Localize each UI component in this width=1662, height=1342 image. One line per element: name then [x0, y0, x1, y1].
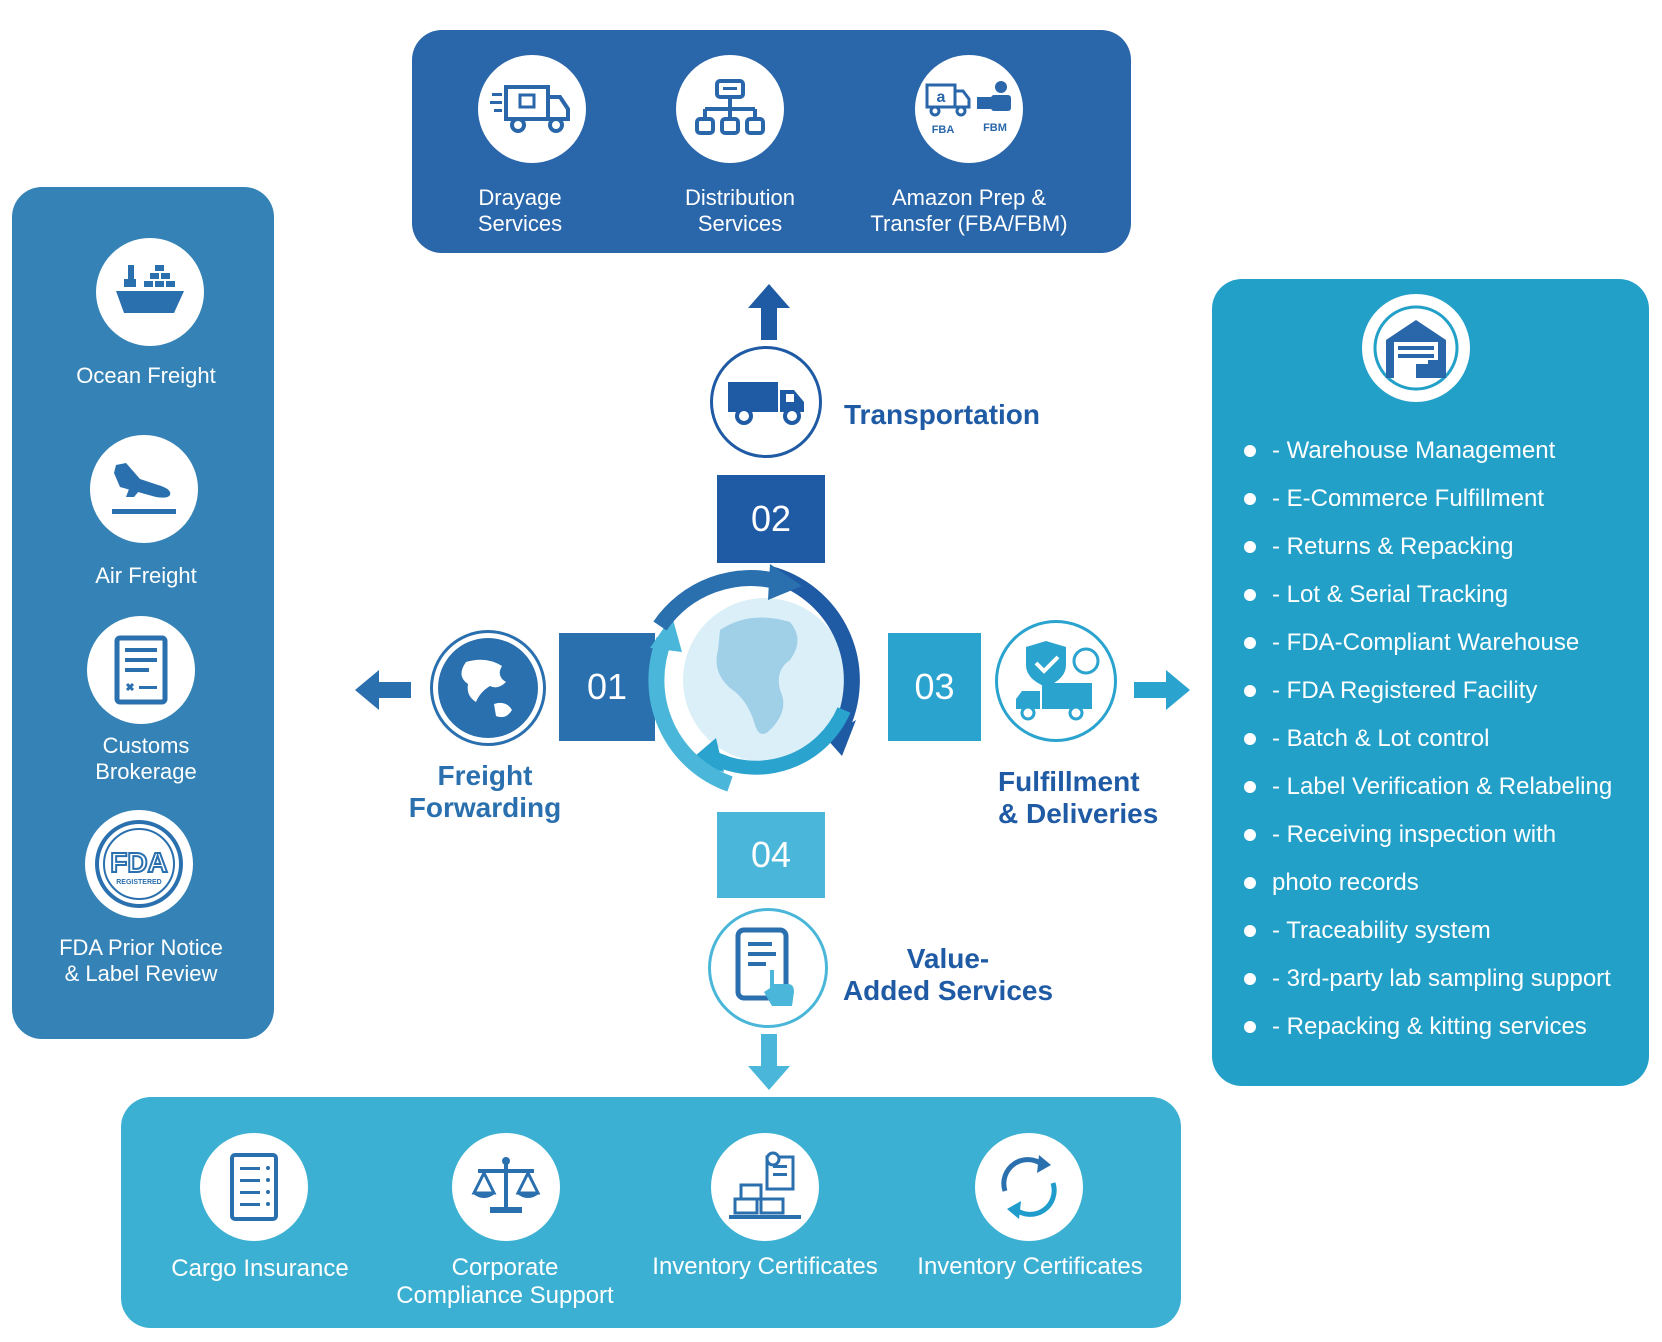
warehouse-services-panel: [1212, 279, 1649, 1086]
fbm-tag: FBM: [983, 122, 1007, 134]
list-item: - Warehouse Management: [1244, 427, 1612, 475]
fda-badge-subtext: REGISTERED: [116, 879, 162, 886]
fda-prior-notice-label: FDA Prior Notice & Label Review: [59, 935, 223, 986]
truck-icon: [710, 346, 822, 458]
stage-02-title: Transportation: [844, 399, 1041, 430]
fda-badge-text: FDA: [110, 847, 168, 878]
amazon-prep-label: Amazon Prep & Transfer (FBA/FBM): [870, 185, 1068, 236]
corporate-compliance-label: Corporate Compliance Support: [396, 1254, 614, 1309]
fba-tag: FBA: [932, 124, 955, 136]
list-item: - Lot & Serial Tracking: [1244, 571, 1612, 619]
stage-04-number: 04: [750, 834, 792, 875]
list-item: - 3rd-party lab sampling support: [1244, 955, 1612, 1003]
ocean-freight-label: Ocean Freight: [76, 363, 216, 388]
stage-03-block: 03: [888, 633, 981, 741]
globe-landmass: [716, 617, 798, 734]
stage-03-number: 03: [914, 666, 955, 707]
shield-truck-icon: [995, 620, 1117, 742]
arrow-04-to-01: [648, 637, 733, 792]
list-item: - Receiving inspection with: [1244, 811, 1612, 859]
list-item-text: - Batch & Lot control: [1272, 725, 1490, 752]
bullet-icon: [1244, 973, 1256, 985]
inventory-certificates-label: Inventory Certificates: [652, 1253, 878, 1280]
arrow-left-icon: [355, 670, 411, 710]
list-item-text: - 3rd-party lab sampling support: [1272, 965, 1611, 992]
warehouse-services-list: - Warehouse Management - E-Commerce Fulf…: [1244, 427, 1612, 1051]
bullet-icon: [1244, 781, 1256, 793]
warehouse-icon: [1362, 294, 1470, 402]
list-item-text: photo records: [1272, 869, 1419, 896]
distribution-services-label: Distribution Services: [684, 185, 796, 236]
globe-asia-icon: [430, 630, 546, 746]
list-item: - Batch & Lot control: [1244, 715, 1612, 763]
list-item-text: - E-Commerce Fulfillment: [1272, 485, 1545, 512]
customs-document-icon: [87, 616, 195, 724]
scales-icon: [452, 1133, 560, 1241]
globe-cycle-graphic: [648, 564, 860, 792]
arrow-01-to-02: [653, 570, 783, 631]
list-item: - Traceability system: [1244, 907, 1612, 955]
cargo-ship-icon: [96, 238, 204, 346]
arrow-right-icon: [1134, 670, 1190, 710]
stage-03-title: Fulfillment & Deliveries: [998, 766, 1159, 829]
arrow-01-to-02-head: [768, 564, 802, 600]
bullet-icon: [1244, 1021, 1256, 1033]
list-item-text: - Traceability system: [1272, 917, 1491, 944]
list-item-text: - FDA Registered Facility: [1272, 677, 1538, 704]
stage-01-number: 01: [586, 666, 628, 707]
customs-brokerage-label: Customs Brokerage: [95, 733, 197, 784]
list-item-text: - Lot & Serial Tracking: [1272, 581, 1509, 608]
list-item-text: - FDA-Compliant Warehouse: [1272, 629, 1580, 656]
list-item: - E-Commerce Fulfillment: [1244, 475, 1612, 523]
drayage-truck-icon: [478, 55, 586, 163]
inventory-certificates-2-label: Inventory Certificates: [917, 1253, 1143, 1280]
arrow-04-to-01-head: [650, 616, 682, 652]
list-item: - Label Verification & Relabeling: [1244, 763, 1612, 811]
list-item-text: - Label Verification & Relabeling: [1272, 773, 1613, 800]
bullet-icon: [1244, 637, 1256, 649]
checklist-icon: [200, 1133, 308, 1241]
amazon-fba-fbm-icon: a FBA FBM: [915, 55, 1023, 163]
list-item: - FDA-Compliant Warehouse: [1244, 619, 1612, 667]
list-item: photo records: [1244, 859, 1612, 907]
bullet-icon: [1244, 685, 1256, 697]
bullet-icon: [1244, 493, 1256, 505]
bullet-icon: [1244, 877, 1256, 889]
fda-registered-icon: FDA REGISTERED: [85, 810, 193, 918]
arrow-down-icon: [748, 1034, 790, 1090]
bullet-icon: [1244, 445, 1256, 457]
list-item-text: - Warehouse Management: [1272, 437, 1556, 464]
stage-01-title: Freight Forwarding: [408, 760, 562, 823]
cargo-insurance-label: Cargo Insurance: [171, 1255, 349, 1282]
arrow-up-icon: [748, 284, 790, 340]
stage-04-block: 04: [717, 812, 825, 898]
arrow-03-to-04: [706, 707, 851, 775]
list-item-text: - Receiving inspection with: [1272, 821, 1557, 848]
list-item-text: - Repacking & kitting services: [1272, 1013, 1587, 1040]
bullet-icon: [1244, 925, 1256, 937]
bullet-icon: [1244, 829, 1256, 841]
drayage-services-label: Drayage Services: [477, 185, 563, 236]
stage-04-title: Value- Added Services: [842, 943, 1054, 1006]
stage-01-block: 01: [559, 633, 655, 741]
bullet-icon: [1244, 733, 1256, 745]
refresh-arrows-icon: [975, 1133, 1083, 1241]
amazon-letter: a: [937, 89, 946, 106]
distribution-hierarchy-icon: [676, 55, 784, 163]
airplane-landing-icon: [90, 435, 198, 543]
stage-02-block: 02: [717, 475, 825, 563]
list-item: - Repacking & kitting services: [1244, 1003, 1612, 1051]
list-item: - Returns & Repacking: [1244, 523, 1612, 571]
bullet-icon: [1244, 589, 1256, 601]
arrow-02-to-03-head: [826, 720, 856, 756]
list-item: - FDA Registered Facility: [1244, 667, 1612, 715]
bullet-icon: [1244, 541, 1256, 553]
list-item-text: - Returns & Repacking: [1272, 533, 1514, 560]
stage-02-number: 02: [750, 498, 792, 539]
tablet-hand-icon: [708, 908, 828, 1028]
inventory-boxes-icon: [711, 1133, 819, 1241]
air-freight-label: Air Freight: [95, 563, 197, 588]
